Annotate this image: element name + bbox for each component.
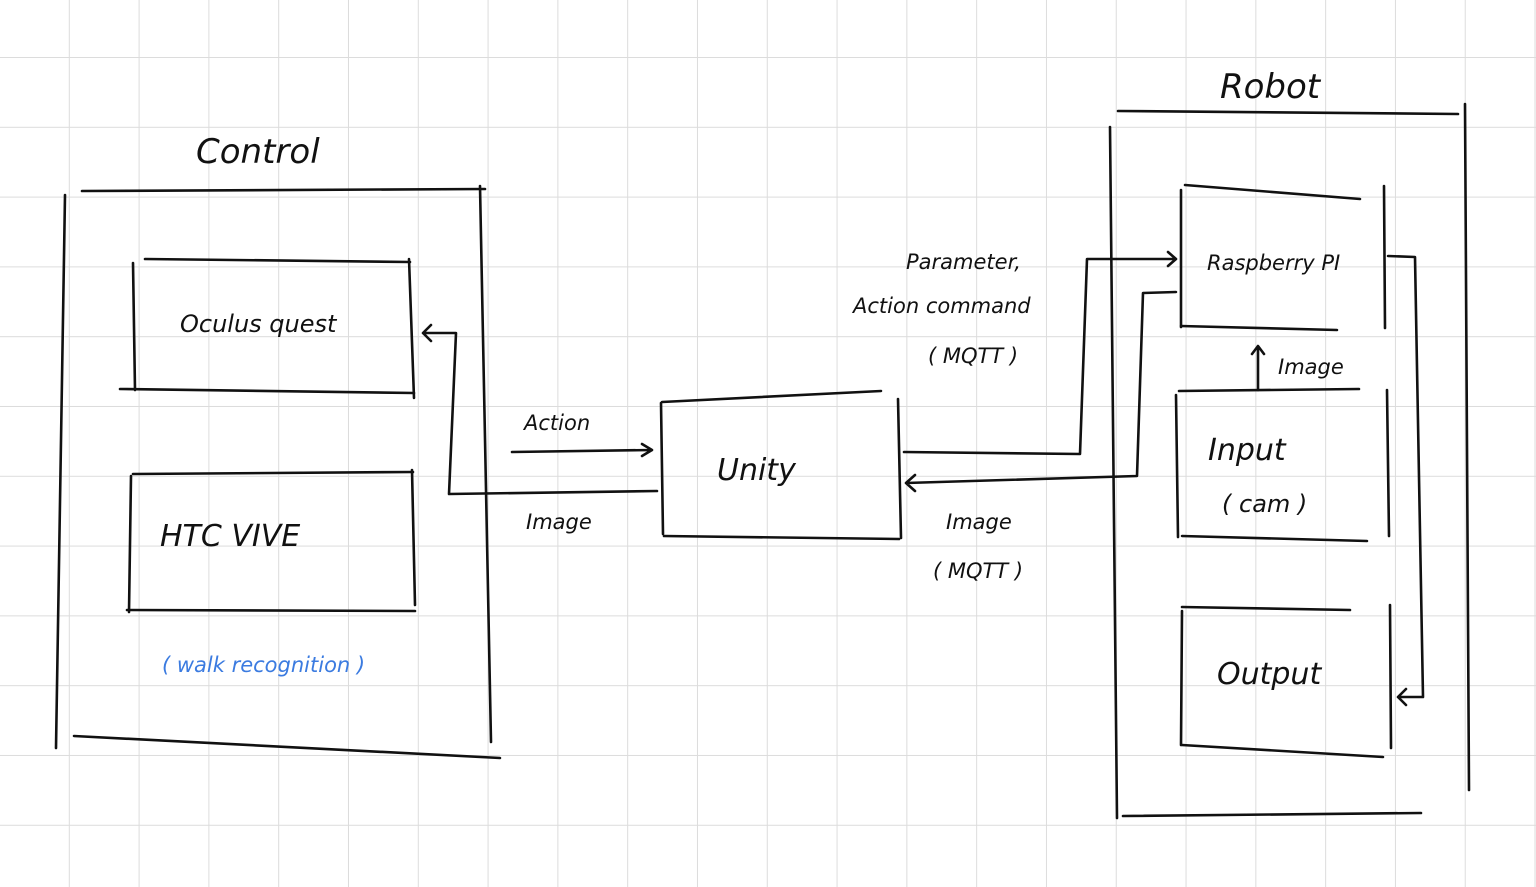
action-command-label: Action command bbox=[853, 294, 1031, 318]
input-label: Input bbox=[1208, 433, 1286, 468]
raspberry-to-output-arrow bbox=[1386, 254, 1425, 707]
unity-label: Unity bbox=[717, 453, 796, 488]
raspberry-pi-box bbox=[1179, 183, 1387, 332]
oculus-quest-label: Oculus quest bbox=[180, 310, 337, 338]
parameter-label: Parameter, bbox=[906, 250, 1021, 274]
raspberry-pi-label: Raspberry PI bbox=[1207, 251, 1341, 275]
robot-container bbox=[1108, 102, 1471, 820]
cam-label: ( cam ) bbox=[1222, 490, 1308, 518]
mqtt-bottom-label: ( MQTT ) bbox=[933, 559, 1024, 583]
image-robot-label: Image bbox=[1278, 355, 1344, 379]
action-label: Action bbox=[524, 411, 591, 435]
image-to-oculus-arrow bbox=[421, 323, 659, 496]
walk-recognition-note: ( walk recognition ) bbox=[162, 653, 366, 677]
control-container bbox=[54, 184, 502, 760]
image-mqtt-label: Image bbox=[946, 510, 1012, 534]
htc-vive-label: HTC VIVE bbox=[160, 519, 301, 554]
raspberry-to-unity-arrow bbox=[904, 290, 1178, 493]
input-cam-box bbox=[1174, 387, 1391, 543]
unity-box bbox=[659, 389, 903, 541]
htc-vive-box bbox=[125, 468, 417, 614]
output-box bbox=[1179, 603, 1393, 759]
input-to-raspberry-arrow bbox=[1250, 344, 1266, 392]
image-left-label: Image bbox=[526, 510, 592, 534]
oculus-quest-box bbox=[118, 257, 416, 400]
mqtt-top-label: ( MQTT ) bbox=[928, 344, 1019, 368]
action-to-unity-arrow bbox=[510, 442, 654, 458]
unity-to-raspberry-arrow bbox=[902, 250, 1178, 456]
control-title: Control bbox=[196, 132, 320, 172]
output-label: Output bbox=[1217, 657, 1322, 692]
robot-title: Robot bbox=[1220, 67, 1321, 107]
